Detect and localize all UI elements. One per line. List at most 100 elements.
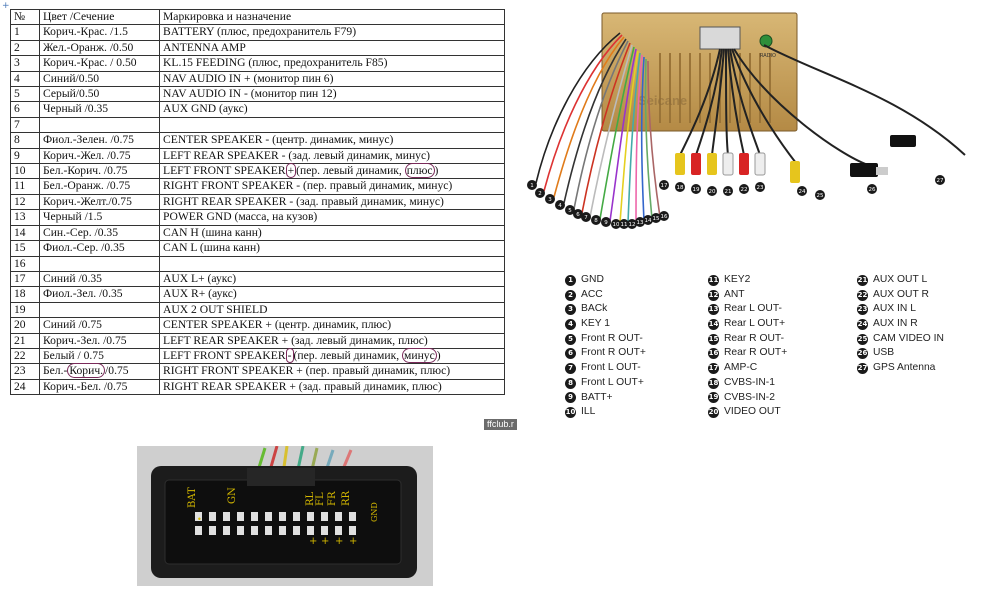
cell-description [159, 255, 505, 272]
table-header-row: № Цвет /Сечение Маркировка и назначение [10, 8, 505, 26]
legend-label: KEY2 [724, 274, 751, 285]
pin-callout-badge [573, 209, 583, 219]
cell-description: ANTENNA AMP [159, 39, 505, 57]
legend-number-badge: 13 [708, 304, 719, 316]
color-prefix: Бел.- [43, 364, 68, 378]
header-color: Цвет /Сечение [39, 8, 160, 26]
legend-number-badge: 19 [708, 392, 719, 404]
pin-callout-badge [591, 215, 601, 225]
cell-pin-number: 4 [10, 70, 40, 88]
legend-number-badge: 25 [857, 333, 868, 345]
label-fl: FL [315, 492, 326, 506]
pin-callout-badge [611, 219, 621, 229]
pin-callout-number: 6 [576, 212, 580, 218]
legend-number-badge: 11 [708, 274, 719, 286]
cell-description: AUX 2 OUT SHIELD [159, 301, 505, 319]
cell-pin-number: 13 [10, 209, 40, 226]
cell-description: RIGHT FRONT SPEAKER + (пер. правый динам… [159, 363, 505, 380]
cell-pin-number: 21 [10, 332, 40, 349]
pin-callout-number: 9 [604, 220, 608, 226]
pin-callout-number: 7 [584, 215, 588, 221]
cell-pin-number: 1 [10, 24, 40, 41]
pin-callout-number: 14 [645, 218, 652, 224]
pin-callout-number: 4 [558, 203, 562, 209]
connector-annotations: BAT GN RL FL FR RR GND + + + + • [187, 487, 379, 547]
cell-wire-color: Бел.-Корич./0.75 [39, 363, 160, 380]
connector-latch [247, 468, 315, 486]
pin-callout-badge [565, 205, 575, 215]
legend-label: Front L OUT- [581, 362, 641, 374]
cell-wire-color: Корич.-Жел. /0.75 [39, 147, 160, 165]
legend-item: 11 KEY2 [708, 273, 787, 288]
cell-pin-number: 24 [10, 378, 40, 396]
legend-label: AUX IN R [873, 318, 918, 330]
pin-callout-badge [691, 184, 701, 194]
cell-pin-number: 2 [10, 39, 40, 57]
head-unit-illustration: RADIO Seicane [527, 12, 966, 229]
legend-label: AUX OUT R [873, 288, 929, 300]
cell-description [159, 116, 505, 134]
header-number: № [10, 8, 40, 26]
pin-callout-number: 1 [530, 183, 534, 189]
plus-mark-2: + [321, 536, 329, 547]
legend-label: ACC [581, 288, 603, 300]
brand-watermark: Seicane [638, 93, 687, 108]
legend-number-badge: 8 [565, 377, 576, 389]
cell-wire-color: Бел.-Корич. /0.75 [39, 163, 160, 180]
pin-callout-number: 21 [725, 189, 732, 195]
legend-item: 2 ACC [565, 288, 646, 303]
cell-wire-color: Син.-Сер. /0.35 [39, 224, 160, 242]
legend-number-badge: 3 [565, 304, 576, 316]
plus-mark-1: + [309, 536, 317, 547]
pin-callout-number: 25 [817, 193, 824, 199]
legend-label: Rear L OUT+ [724, 318, 786, 330]
legend-label: KEY 1 [581, 318, 611, 330]
cell-pin-number: 23 [10, 363, 40, 380]
circled-polarity-word: плюс [404, 163, 435, 179]
cell-description: NAV AUDIO IN - (монитор пин 12) [159, 86, 505, 103]
pin-callout-badge [555, 200, 565, 210]
desc-text: (пер. левый динамик, [296, 164, 405, 178]
pin-callout-number: 3 [548, 197, 552, 203]
legend-label: GPS Antenna [873, 362, 936, 374]
legend-item: 21 AUX OUT L [857, 273, 944, 288]
cell-pin-number: 10 [10, 163, 40, 180]
label-bat: BAT [187, 487, 198, 508]
cell-wire-color: Корич.-Крас. / 0.50 [39, 55, 160, 72]
legend-number-badge: 21 [857, 274, 868, 286]
legend-number-badge: 16 [708, 348, 719, 360]
legend-label: AUX OUT L [873, 274, 928, 285]
legend-label: Front R OUT+ [581, 347, 646, 359]
table-row: 7 [10, 116, 505, 134]
pin-callout-badge [739, 184, 749, 194]
pin-callout-number: 16 [661, 214, 668, 220]
cell-wire-color: Фиол.-Зел. /0.35 [39, 286, 160, 303]
cell-wire-color: Синий/0.50 [39, 70, 160, 88]
pin-callout-number: 24 [799, 189, 806, 195]
legend-number-badge: 2 [565, 289, 576, 301]
legend-number-badge: 23 [857, 304, 868, 316]
